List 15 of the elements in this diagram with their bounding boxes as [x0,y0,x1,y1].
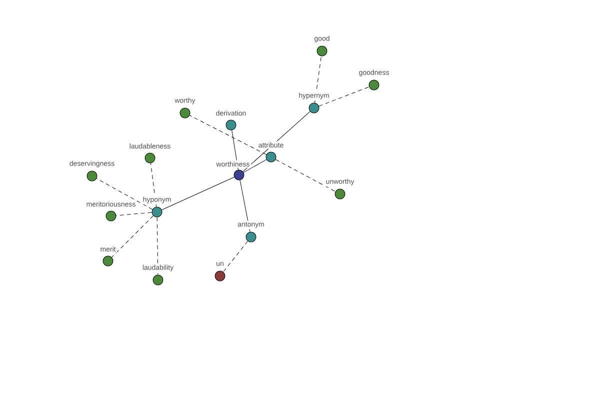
edge-line [189,115,267,155]
edge-line [162,176,234,210]
edge-line [156,217,158,275]
edge-line [150,162,157,208]
edge-line [111,215,154,258]
edge-line [243,159,267,173]
edge-line [242,111,310,172]
edge-line [232,130,238,170]
edge-line [240,180,250,232]
edge-line [116,212,152,216]
edge-line [314,56,322,104]
edge-line [275,159,336,192]
edge-line [318,86,370,106]
edge-line [223,240,248,272]
edge-line [96,178,153,210]
